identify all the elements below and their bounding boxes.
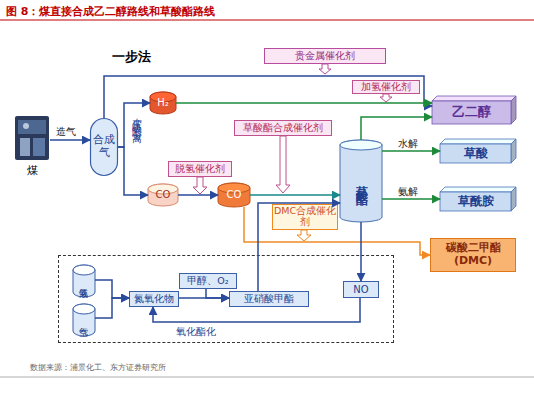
text-wrap: 亚硝酸甲酯 bbox=[230, 292, 308, 306]
process-box: 甲醇、O₂ bbox=[179, 273, 237, 289]
node-text: 碳酸二甲酯 (DMC) bbox=[431, 242, 515, 267]
text-wrap: 脱氢催化剂 bbox=[169, 162, 231, 176]
node-text: CO bbox=[227, 189, 242, 201]
process-group: 氧化酯化 液氨空气 氮氧化物 甲醇、O₂ 亚硝酸甲酯 NO bbox=[58, 255, 394, 343]
node-text: 煤 bbox=[27, 165, 38, 178]
process-box: 氮氧化物 bbox=[129, 291, 179, 307]
coal-illustration bbox=[15, 116, 49, 160]
coal-source: 煤 bbox=[14, 114, 50, 178]
node-text: 甲醇、O₂ bbox=[187, 276, 228, 287]
catalyst-arrow bbox=[319, 64, 331, 74]
flow-arrow bbox=[382, 198, 440, 200]
flow-arrow bbox=[153, 298, 360, 322]
node-text: 氧化酯化 bbox=[176, 326, 216, 338]
flow-arrow bbox=[382, 150, 440, 152]
text-wrap: CO bbox=[148, 184, 178, 206]
catalyst-arrow bbox=[276, 136, 290, 193]
catalyst-arrow bbox=[380, 94, 392, 102]
node-text: 亚硝酸甲酯 bbox=[244, 293, 294, 305]
node-text: 氮氧化物 bbox=[134, 293, 174, 305]
edge-label: 水解 bbox=[398, 137, 418, 151]
text-wrap: 合成气 bbox=[90, 118, 118, 176]
text-wrap: 氮氧化物 bbox=[130, 292, 178, 306]
flow-arrow bbox=[361, 117, 432, 140]
product-box: 草酰胺 bbox=[440, 187, 516, 211]
node-text: DMC合成催化剂 bbox=[273, 206, 337, 228]
flow-arrow bbox=[206, 289, 229, 298]
source-note: 数据来源：浦景化工、东方证券研究所 bbox=[30, 362, 166, 373]
route-label: 一步法 bbox=[112, 48, 151, 66]
catalyst-arrow bbox=[297, 230, 311, 241]
text-wrap: NO bbox=[344, 282, 378, 297]
text-wrap: 草酰胺 bbox=[440, 187, 516, 211]
gas-tank: CO bbox=[148, 184, 178, 206]
text-wrap: H₂ bbox=[150, 92, 176, 114]
flow-arrow bbox=[95, 280, 129, 298]
edge-label: 造气 bbox=[56, 125, 76, 139]
flow-arrow bbox=[250, 194, 340, 196]
flow-arrow bbox=[360, 222, 362, 281]
product-box: 碳酸二甲酯 (DMC) bbox=[430, 238, 516, 272]
node-text: 加氢催化剂 bbox=[361, 81, 411, 93]
node-text: 合成气 bbox=[90, 134, 118, 159]
node-text: 贵金属催化剂 bbox=[295, 50, 355, 62]
feed-tank: 空气 bbox=[73, 304, 95, 336]
text-wrap: 碳酸二甲酯 (DMC) bbox=[431, 239, 515, 271]
text-wrap: CO bbox=[218, 183, 250, 207]
syngas-vessel: 合成气 bbox=[90, 118, 118, 176]
flow-arrow bbox=[118, 147, 148, 195]
node-text: 脱氢催化剂 bbox=[175, 163, 225, 175]
node-text: 草酸酯 bbox=[354, 175, 368, 187]
text-wrap: 乙二醇 bbox=[432, 96, 516, 124]
text-wrap: 空气 bbox=[73, 304, 95, 336]
text-wrap: 液氨 bbox=[73, 265, 95, 297]
node-text: CO bbox=[156, 189, 171, 201]
catalyst-box: DMC合成催化剂 bbox=[272, 204, 338, 230]
flow-arrow bbox=[176, 102, 432, 104]
reactor-vessel: 草酸酯 bbox=[340, 140, 382, 222]
shape-outline bbox=[73, 304, 95, 336]
edge-label: 氨解 bbox=[398, 185, 418, 199]
catalyst-box: 草酸酯合成催化剂 bbox=[234, 120, 332, 136]
flow-arrow bbox=[118, 103, 150, 147]
text-wrap: DMC合成催化剂 bbox=[273, 205, 337, 229]
gas-tank: H₂ bbox=[150, 92, 176, 114]
shape-outline bbox=[73, 265, 95, 297]
text-wrap: 草酸 bbox=[440, 139, 516, 163]
node-text: 草酸酯合成催化剂 bbox=[243, 122, 323, 134]
flow-arrow bbox=[244, 207, 430, 255]
flow-arrow bbox=[95, 298, 129, 318]
flow-arrow bbox=[104, 76, 432, 118]
product-box: 乙二醇 bbox=[432, 96, 516, 124]
gas-tank: CO bbox=[218, 183, 250, 207]
node-text: NO bbox=[353, 284, 368, 296]
catalyst-box: 贵金属催化剂 bbox=[264, 48, 386, 64]
product-box: 草酸 bbox=[440, 139, 516, 163]
catalyst-box: 脱氢催化剂 bbox=[168, 161, 232, 177]
catalyst-box: 加氢催化剂 bbox=[352, 80, 420, 94]
node-text: H₂ bbox=[157, 97, 169, 109]
title-rule bbox=[0, 19, 534, 20]
text-wrap: 加氢催化剂 bbox=[353, 81, 419, 93]
flow-arrow bbox=[258, 203, 340, 291]
flow-arrow bbox=[178, 194, 218, 196]
flow-arrow bbox=[50, 139, 90, 141]
node-text: 草酰胺 bbox=[458, 195, 494, 209]
process-label: 变压吸附分离 bbox=[129, 110, 143, 128]
catalyst-arrow bbox=[193, 177, 207, 194]
text-wrap: 氧化酯化 bbox=[176, 326, 216, 338]
feed-tank: 液氨 bbox=[73, 265, 95, 297]
figure-title: 图 8：煤直接合成乙二醇路线和草酸酯路线 bbox=[6, 4, 215, 19]
node-text: 草酸 bbox=[464, 147, 488, 161]
text-wrap: 贵金属催化剂 bbox=[265, 49, 385, 63]
text-wrap: 煤 bbox=[14, 114, 50, 178]
process-box: 亚硝酸甲酯 bbox=[229, 291, 309, 307]
node-text: 乙二醇 bbox=[452, 105, 491, 120]
process-box: NO bbox=[343, 281, 379, 298]
text-wrap: 草酸酯 bbox=[340, 140, 382, 222]
flow-arrow bbox=[179, 297, 229, 299]
footer-rule bbox=[0, 377, 534, 378]
text-wrap: 甲醇、O₂ bbox=[180, 274, 236, 288]
text-wrap: 草酸酯合成催化剂 bbox=[235, 121, 331, 135]
